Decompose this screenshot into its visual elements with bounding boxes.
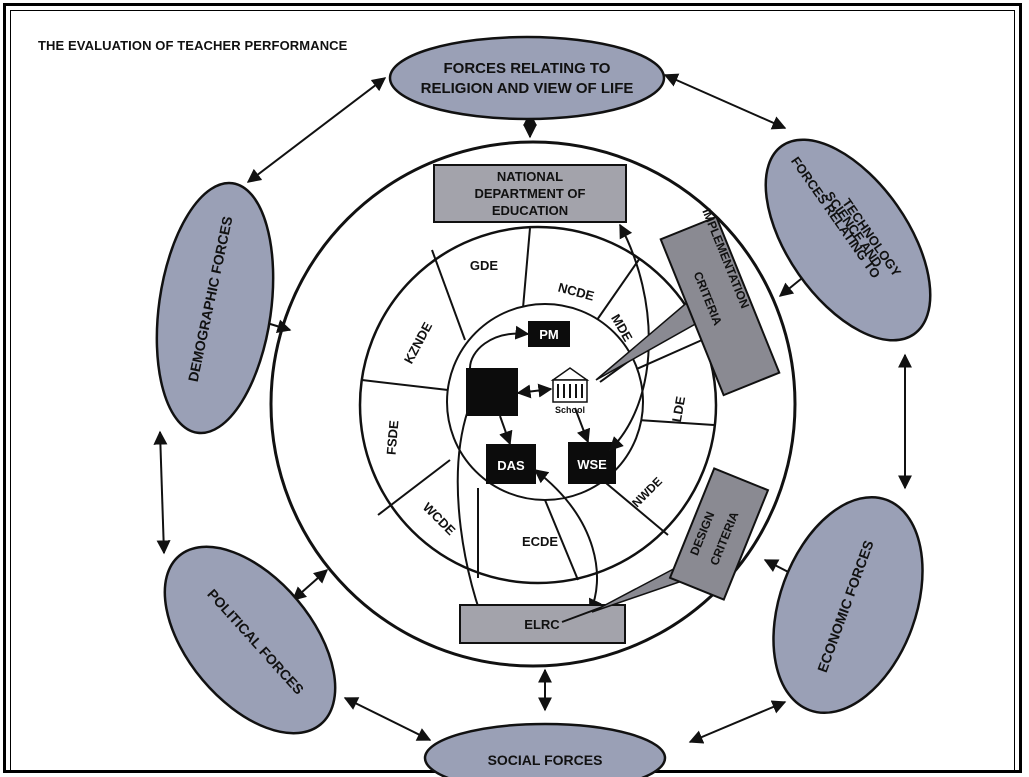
nde-box: NATIONAL DEPARTMENT OF EDUCATION <box>433 164 627 223</box>
social-label: SOCIAL FORCES <box>488 752 603 768</box>
demographic-force: DEMOGRAPHIC FORCES <box>155 181 275 435</box>
province-fsde: FSDE <box>384 419 402 455</box>
economic-force: ECONOMIC FORCES <box>772 495 924 715</box>
province-gde: GDE <box>470 258 499 273</box>
arrow-social-economic <box>688 700 787 744</box>
pm-box: PM <box>528 321 570 347</box>
das-box: DAS <box>486 444 536 484</box>
elrc-label: ELRC <box>524 617 560 632</box>
design-criteria: DESIGN CRITERIA <box>591 467 770 613</box>
school-icon: School <box>550 367 590 415</box>
social-force: SOCIAL FORCES <box>423 722 667 777</box>
pm-label: PM <box>539 327 559 342</box>
religion-line1: FORCES RELATING TO <box>444 60 611 77</box>
arrow-political-social <box>343 697 432 741</box>
nde-line2: DEPARTMENT OF <box>475 186 586 201</box>
political-force: POLITICAL FORCES <box>163 545 337 735</box>
das-label: DAS <box>497 458 525 473</box>
arrow-religion-demographic <box>246 77 387 183</box>
science-force: FORCES RELATING TO SCIENCE AND TECHNOLOG… <box>764 138 932 342</box>
province-ecde: ECDE <box>522 534 558 549</box>
school-label: School <box>555 405 585 415</box>
province-lde: LDE <box>669 395 688 424</box>
arrow-religion-science <box>663 73 787 130</box>
nde-line3: EDUCATION <box>492 203 568 218</box>
religion-force: FORCES RELATING TO RELIGION AND VIEW OF … <box>388 35 666 121</box>
wse-label: WSE <box>577 457 607 472</box>
center-black-box <box>466 368 518 416</box>
elrc-box: ELRC <box>459 604 626 644</box>
nde-line1: NATIONAL <box>497 169 563 184</box>
page-title: THE EVALUATION OF TEACHER PERFORMANCE <box>38 38 348 53</box>
arrow-demographic-political <box>153 430 171 555</box>
wse-box: WSE <box>568 442 616 484</box>
religion-line2: RELIGION AND VIEW OF LIFE <box>421 80 634 97</box>
outer-ring-arrows <box>153 73 912 744</box>
